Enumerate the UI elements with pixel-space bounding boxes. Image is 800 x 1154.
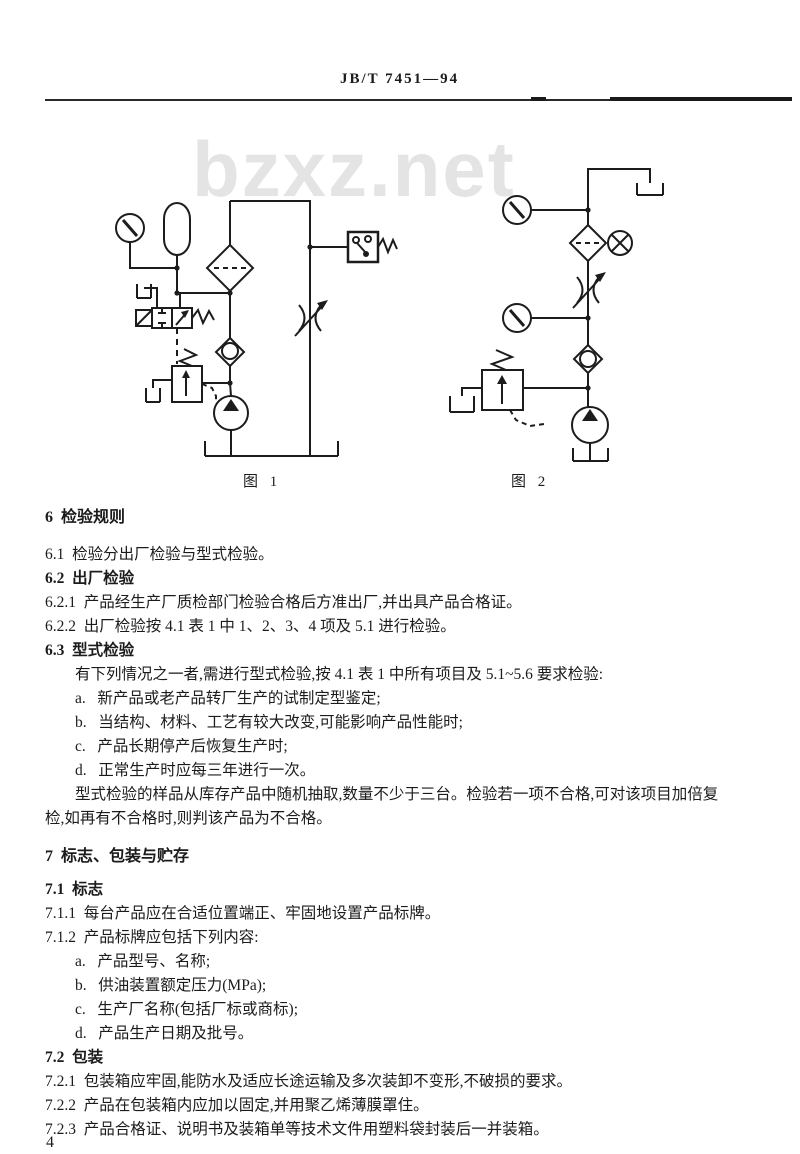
text-line: 检,如再有不合格时,则判该产品为不合格。: [45, 810, 332, 827]
tank-icon: [136, 284, 152, 299]
tank-icon: [145, 388, 161, 403]
pressure-switch-icon: [310, 230, 398, 264]
watermark-text: bzxz.net: [192, 125, 516, 213]
header-rule-thick-segment: [610, 97, 792, 101]
page-number: 4: [46, 1134, 54, 1151]
text-line: b. 供油装置额定压力(MPa);: [75, 977, 267, 994]
figure-2-hydraulic-circuit: [449, 168, 664, 462]
text-line: 型式检验的样品从库存产品中随机抽取,数量不少于三台。检验若一项不合格,可对该项目…: [75, 786, 719, 803]
check-valve-icon: [214, 291, 246, 383]
throttle-valve-icon: [572, 272, 606, 309]
text-line: 有下列情况之一者,需进行型式检验,按 4.1 表 1 中所有项目及 5.1~5.…: [75, 666, 604, 683]
relief-valve-icon: [145, 348, 230, 403]
pump-icon: [213, 382, 249, 456]
filter-icon: [205, 201, 255, 293]
text-line: a. 新产品或老产品转厂生产的试制定型鉴定;: [75, 690, 381, 707]
check-valve-icon: [572, 343, 604, 408]
clogging-indicator-icon: [607, 230, 633, 256]
pump-icon: [571, 406, 609, 461]
figure-1-caption: 图 1: [243, 474, 282, 490]
tank-icon: [572, 448, 609, 462]
text-line: a. 产品型号、名称;: [75, 953, 211, 970]
text-line: 7.1.2 产品标牌应包括下列内容:: [45, 929, 259, 946]
directional-valve-icon: [135, 284, 215, 364]
text-line: 7 标志、包装与贮存: [45, 848, 190, 865]
tank-icon: [449, 396, 475, 413]
tank-icon: [636, 183, 664, 196]
tank-icon: [204, 441, 339, 457]
document-body: 6 检验规则 6.1 检验分出厂检验与型式检验。 6.2 出厂检验 6.2.1 产品经…: [45, 506, 775, 1142]
text-line: 7.1.1 每台产品应在合适位置端正、牢固地设置产品标牌。: [45, 905, 441, 922]
text-line: b. 当结构、材料、工艺有较大改变,可能影响产品性能时;: [75, 714, 463, 731]
text-line: d. 产品生产日期及批号。: [75, 1025, 254, 1042]
text-line: 7.2.3 产品合格证、说明书及装箱单等技术文件用塑料袋封装后一并装箱。: [45, 1121, 549, 1138]
text-line: 6.2.2 出厂检验按 4.1 表 1 中 1、2、3、4 项及 5.1 进行检…: [45, 618, 456, 635]
pressure-gauge-icon: [502, 303, 588, 333]
figure-2-caption: 图 2: [511, 474, 550, 490]
throttle-valve-icon: [294, 300, 328, 337]
text-line: 6 检验规则: [45, 509, 126, 526]
figure-1-hydraulic-circuit: [115, 200, 398, 457]
header-rule-dash: [531, 97, 546, 101]
text-line: c. 产品长期停产后恢复生产时;: [75, 738, 288, 755]
text-line: 7.2 包装: [45, 1049, 104, 1066]
pressure-gauge-icon: [115, 213, 177, 269]
header-rule: [45, 99, 610, 101]
text-line: 6.1 检验分出厂检验与型式检验。: [45, 546, 274, 563]
relief-valve-icon: [449, 349, 588, 428]
filter-icon: [568, 223, 608, 263]
text-line: d. 正常生产时应每三年进行一次。: [75, 762, 316, 779]
text-line: 6.3 型式检验: [45, 642, 135, 659]
text-line: 7.1 标志: [45, 881, 104, 898]
text-line: c. 生产厂名称(包括厂标或商标);: [75, 1001, 299, 1018]
text-line: 6.2.1 产品经生产厂质检部门检验合格后方准出厂,并出具产品合格证。: [45, 594, 522, 611]
text-line: 7.2.1 包装箱应牢固,能防水及适应长途运输及多次装卸不变形,不破损的要求。: [45, 1073, 573, 1090]
text-line: 7.2.2 产品在包装箱内应加以固定,并用聚乙烯薄膜罩住。: [45, 1097, 429, 1114]
standard-number-header: JB/T 7451—94: [340, 71, 460, 87]
pressure-gauge-icon: [502, 195, 588, 225]
text-line: 6.2 出厂检验: [45, 570, 135, 587]
accumulator-icon: [163, 202, 191, 293]
